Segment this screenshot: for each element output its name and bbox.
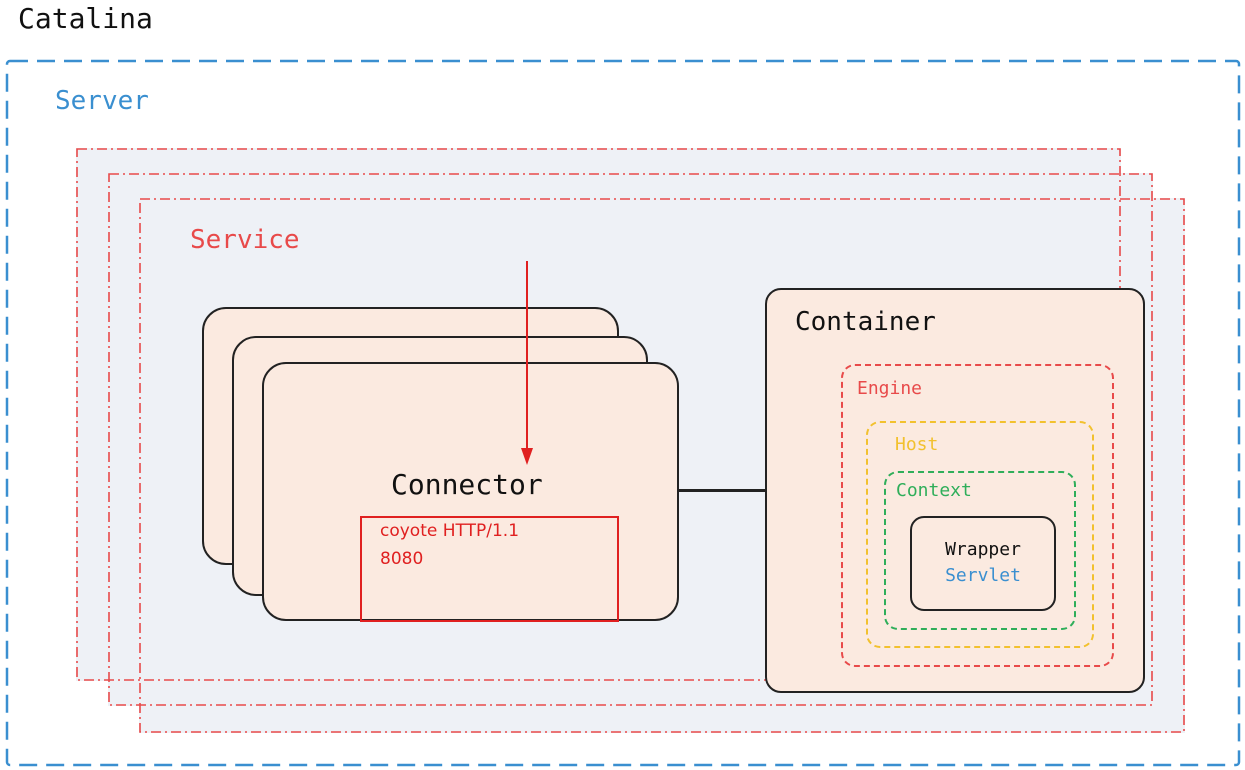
context-box <box>884 471 1076 630</box>
wrapper-label: Wrapper <box>945 539 1021 560</box>
servlet-label: Servlet <box>945 565 1021 586</box>
connector-title: Connector <box>391 468 543 501</box>
wrapper-box <box>910 516 1056 611</box>
connector-card-front <box>262 362 679 621</box>
container-box <box>765 288 1145 693</box>
context-label: Context <box>896 480 972 501</box>
connector-protocol: coyote HTTP/1.1 <box>380 521 520 541</box>
service-title: Service <box>190 225 300 255</box>
container-title: Container <box>795 307 936 337</box>
connector-annotation-box <box>360 516 619 622</box>
server-title: Server <box>55 86 149 116</box>
engine-label: Engine <box>857 378 923 399</box>
connector-port: 8080 <box>380 549 424 569</box>
catalina-title: Catalina <box>18 2 153 35</box>
host-label: Host <box>895 434 939 455</box>
host-box <box>866 421 1094 648</box>
connector-container-link <box>678 489 766 492</box>
engine-box <box>841 364 1114 667</box>
